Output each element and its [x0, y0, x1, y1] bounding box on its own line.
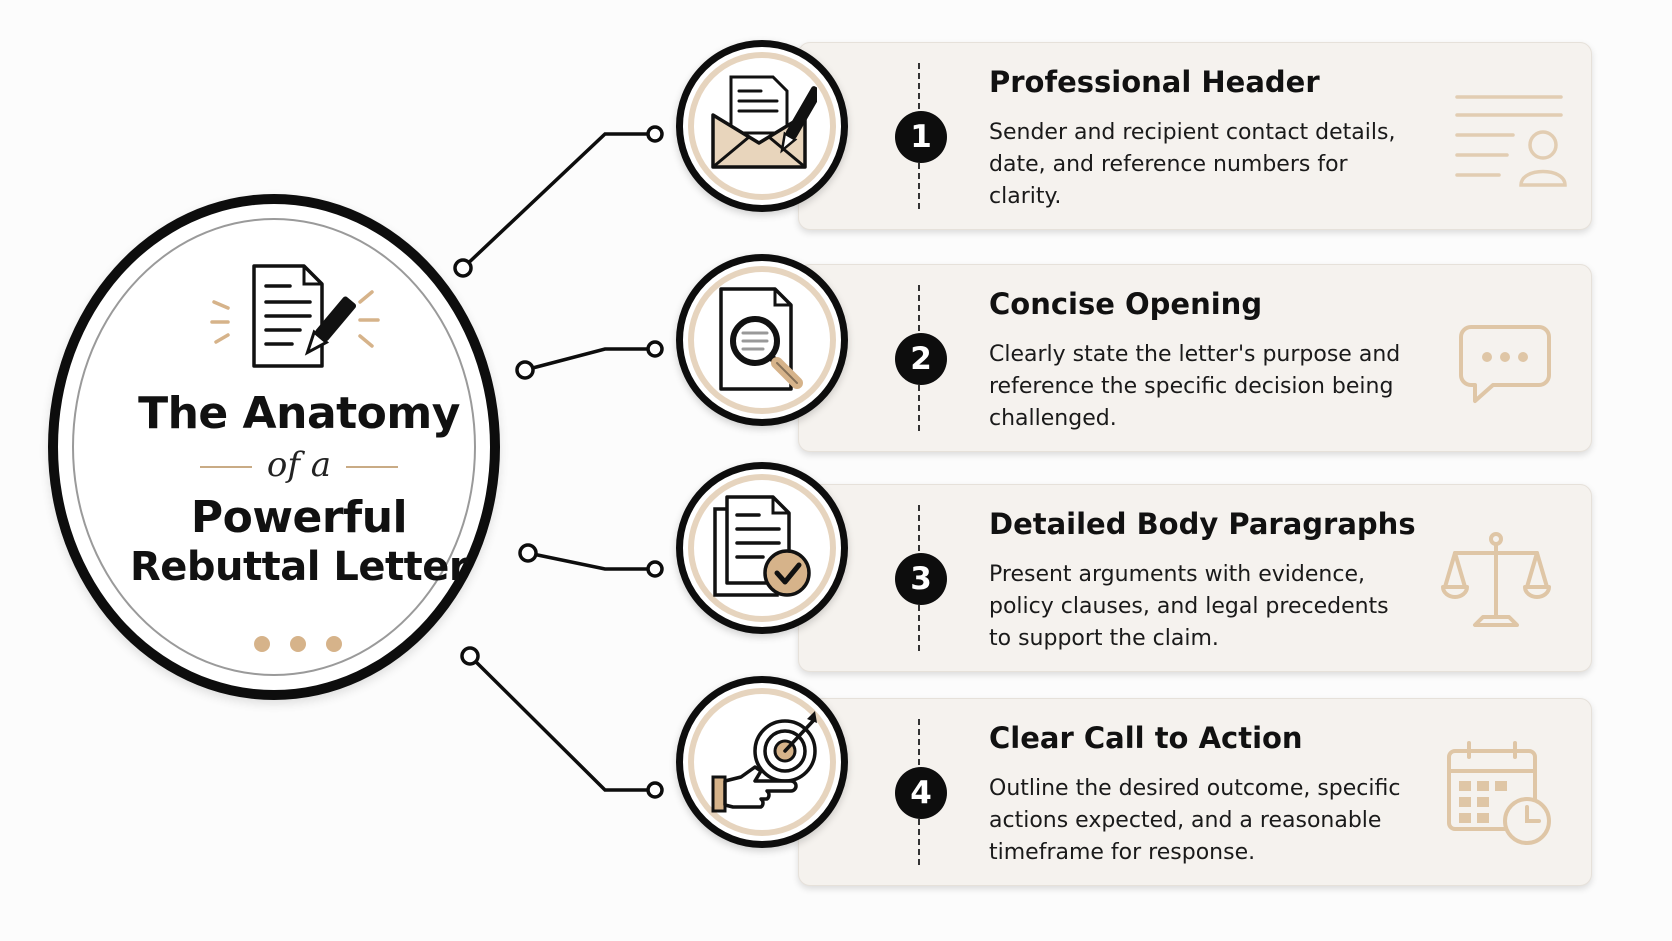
step-card-1: 1 Professional Header Sender and recipie… — [798, 42, 1592, 230]
step-description: Present arguments with evidence, policy … — [989, 562, 1389, 651]
step-title: Concise Opening — [989, 287, 1263, 321]
step-title: Professional Header — [989, 65, 1320, 99]
step-badge-1 — [676, 40, 848, 212]
hub-title-line-4: Rebuttal Letter — [129, 544, 469, 590]
step-badge-3 — [676, 462, 848, 634]
step-number-badge: 4 — [895, 767, 947, 819]
step-card-2: 2 Concise Opening Clearly state the lett… — [798, 264, 1592, 452]
envelope-letter-pen-icon — [711, 75, 817, 169]
letter-with-fountain-pen-icon — [210, 264, 380, 368]
hub-dot — [326, 636, 342, 652]
step-card-3: 3 Detailed Body Paragraphs Present argum… — [798, 484, 1592, 672]
hand-pointing-target-icon — [711, 711, 817, 813]
step-badge-4 — [676, 676, 848, 848]
step-number-badge: 3 — [895, 553, 947, 605]
speech-bubble-icon — [1459, 325, 1551, 403]
hub-dot — [290, 636, 306, 652]
step-title: Clear Call to Action — [989, 721, 1303, 755]
step-description: Outline the desired outcome, specific ac… — [989, 776, 1401, 865]
step-card-4: 4 Clear Call to Action Outline the desir… — [798, 698, 1592, 886]
step-number-badge: 2 — [895, 333, 947, 385]
step-description: Clearly state the letter's purpose and r… — [989, 342, 1401, 431]
hub-title-line-3: Powerful — [190, 492, 408, 543]
hub-dot — [254, 636, 270, 652]
document-magnifier-icon — [719, 287, 803, 391]
contact-lines-person-icon — [1455, 95, 1567, 187]
scales-of-justice-icon — [1441, 532, 1551, 627]
step-description: Sender and recipient contact details, da… — [989, 120, 1396, 209]
step-number-badge: 1 — [895, 111, 947, 163]
step-badge-2 — [676, 254, 848, 426]
hub-title-rule-right — [346, 466, 398, 468]
step-title: Detailed Body Paragraphs — [989, 507, 1416, 541]
hub-title-line-1: The Anatomy — [138, 388, 460, 439]
hub-title-line-2: of a — [266, 445, 332, 485]
hub-title-rule-left — [200, 466, 252, 468]
calendar-clock-icon — [1447, 741, 1551, 845]
documents-checkmark-icon — [713, 495, 811, 597]
